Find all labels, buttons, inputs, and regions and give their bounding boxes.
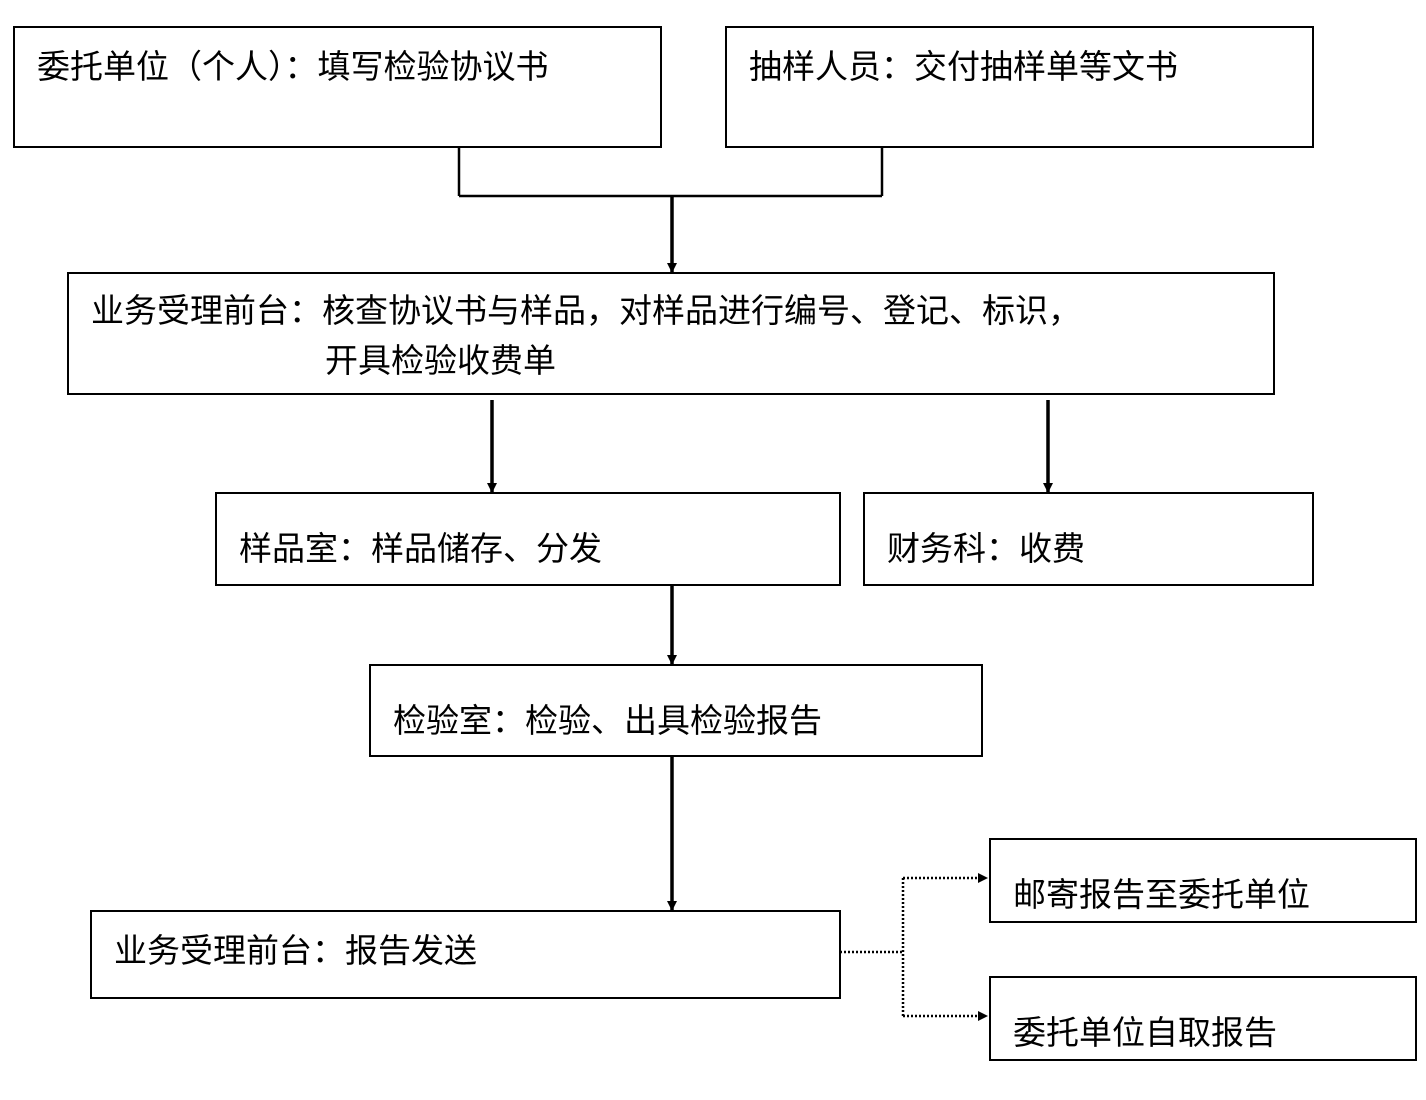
node-self-pickup-label: 委托单位自取报告 <box>1013 1013 1277 1052</box>
node-finance-label: 财务科：收费 <box>887 529 1085 568</box>
node-client-label: 委托单位（个人）：填写检验协议书 <box>37 47 549 86</box>
node-mail-report-label: 邮寄报告至委托单位 <box>1013 875 1310 914</box>
node-front-desk-intake-line2: 开具检验收费单 <box>325 341 556 380</box>
node-sample-room: 样品室：样品储存、分发 <box>215 492 841 586</box>
node-inspection-room-label: 检验室：检验、出具检验报告 <box>393 701 822 740</box>
node-front-desk-intake: 业务受理前台：核查协议书与样品，对样品进行编号、登记、标识， 开具检验收费单 <box>67 272 1275 395</box>
node-sampler: 抽样人员：交付抽样单等文书 <box>725 26 1314 148</box>
node-self-pickup: 委托单位自取报告 <box>989 976 1417 1061</box>
node-front-desk-dispatch: 业务受理前台：报告发送 <box>90 910 841 999</box>
node-sample-room-label: 样品室：样品储存、分发 <box>239 529 602 568</box>
node-front-desk-dispatch-label: 业务受理前台：报告发送 <box>114 931 477 970</box>
node-finance: 财务科：收费 <box>863 492 1314 586</box>
node-mail-report: 邮寄报告至委托单位 <box>989 838 1417 923</box>
node-client: 委托单位（个人）：填写检验协议书 <box>13 26 662 148</box>
node-sampler-label: 抽样人员：交付抽样单等文书 <box>749 47 1178 86</box>
node-inspection-room: 检验室：检验、出具检验报告 <box>369 664 983 757</box>
node-front-desk-intake-line1: 业务受理前台：核查协议书与样品，对样品进行编号、登记、标识， <box>91 291 1081 330</box>
